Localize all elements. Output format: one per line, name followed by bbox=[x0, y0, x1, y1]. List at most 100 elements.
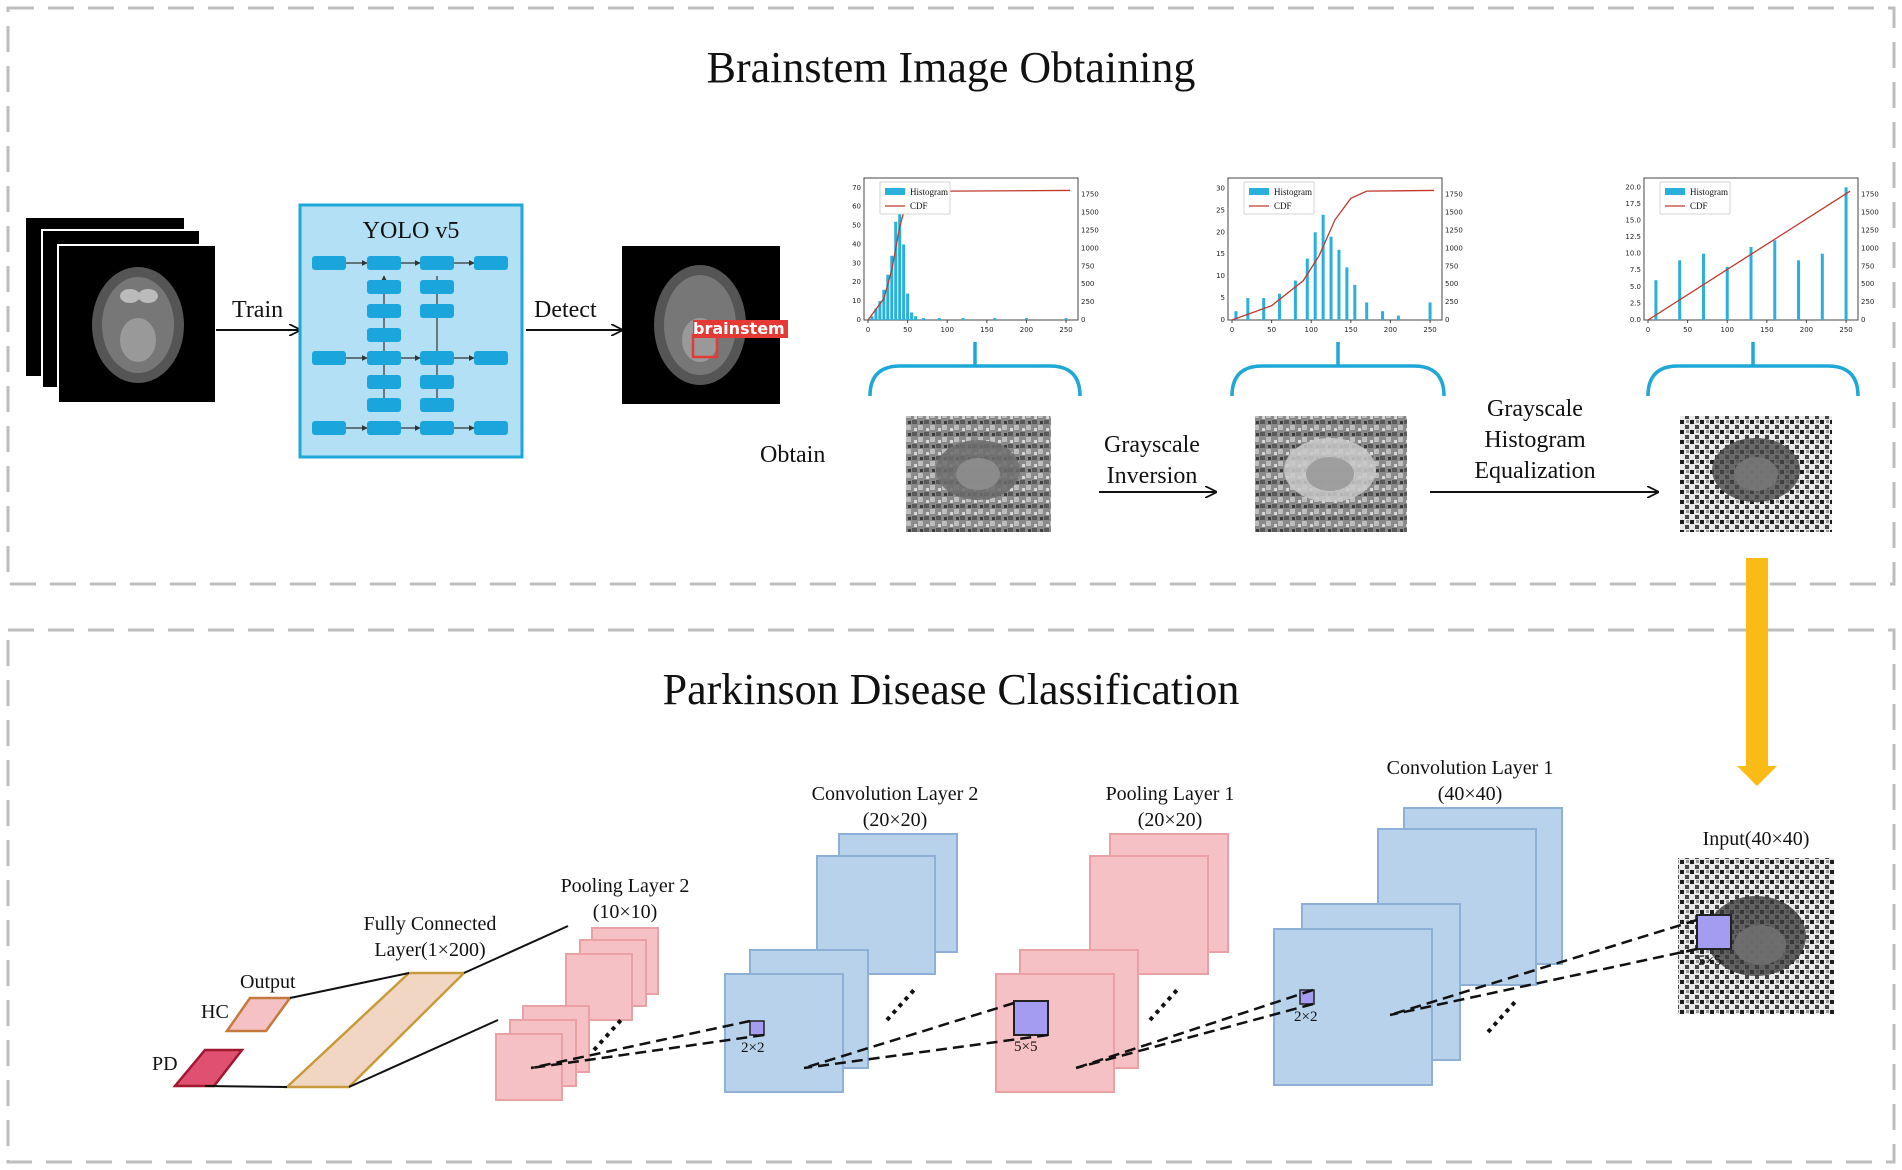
y-left-tick-label: 5 bbox=[1221, 294, 1225, 302]
input-kernel bbox=[1696, 914, 1732, 950]
legend-swatch-histogram bbox=[1665, 188, 1685, 195]
y-right-tick-label: 0 bbox=[1861, 316, 1865, 324]
y-right-tick-label: 1000 bbox=[1081, 244, 1099, 252]
x-tick-label: 200 bbox=[1020, 326, 1033, 334]
y-right-tick-label: 0 bbox=[1081, 316, 1085, 324]
histogram-bar bbox=[874, 308, 878, 320]
y-left-tick-label: 60 bbox=[852, 203, 861, 211]
legend-label-cdf: CDF bbox=[910, 201, 928, 211]
histogram-bar bbox=[878, 301, 882, 320]
histogram-bar bbox=[1749, 247, 1753, 320]
histogram-bar bbox=[906, 293, 910, 320]
histogram-bar bbox=[1844, 187, 1848, 320]
y-left-tick-label: 17.5 bbox=[1625, 200, 1641, 208]
conv-layer-2 bbox=[724, 833, 958, 1093]
pool1-label: Pooling Layer 1(20×20) bbox=[1105, 783, 1235, 831]
y-left-tick-label: 20 bbox=[1216, 228, 1225, 236]
histogram-bar bbox=[1654, 280, 1658, 320]
brainstem-crop-original bbox=[906, 416, 1051, 532]
histogram-bar bbox=[1234, 311, 1238, 320]
x-tick-label: 200 bbox=[1384, 326, 1397, 334]
histogram-bar bbox=[1345, 267, 1349, 320]
x-tick-label: 250 bbox=[1839, 326, 1852, 334]
histogram-bar bbox=[1428, 302, 1432, 320]
histogram-bar bbox=[886, 274, 890, 320]
y-left-tick-label: 10 bbox=[852, 297, 861, 305]
x-tick-label: 100 bbox=[941, 326, 954, 334]
histogram-bar bbox=[914, 316, 918, 320]
y-right-tick-label: 1250 bbox=[1081, 227, 1099, 235]
y-right-tick-label: 1750 bbox=[1081, 191, 1099, 199]
y-right-tick-label: 750 bbox=[1081, 262, 1094, 270]
fc-connectors bbox=[204, 925, 569, 1088]
histogram-bar bbox=[890, 255, 894, 320]
y-right-tick-label: 250 bbox=[1081, 298, 1094, 306]
panel-obtaining-frame bbox=[6, 6, 1896, 586]
input-label: Input(40×40) bbox=[1702, 828, 1810, 850]
histogram-bar bbox=[894, 221, 898, 320]
detection-tag: brainstem bbox=[693, 319, 785, 338]
y-right-tick-label: 1500 bbox=[1081, 209, 1099, 217]
yolo-nodes bbox=[312, 256, 508, 435]
brace-1 bbox=[868, 342, 1082, 397]
brace-3 bbox=[1646, 342, 1860, 397]
histogram-bar bbox=[1365, 302, 1369, 320]
histogram-bar bbox=[898, 206, 902, 320]
detected-mri bbox=[622, 246, 788, 404]
y-left-tick-label: 0 bbox=[857, 316, 861, 324]
x-tick-label: 150 bbox=[1760, 326, 1773, 334]
x-tick-label: 150 bbox=[980, 326, 993, 334]
brainstem-crop-inverted bbox=[1255, 416, 1407, 532]
conv2-kernel bbox=[749, 1020, 765, 1036]
pool1-kernel bbox=[1013, 1000, 1049, 1036]
y-left-tick-label: 12.5 bbox=[1625, 233, 1641, 241]
y-left-tick-label: 2.5 bbox=[1630, 299, 1641, 307]
y-right-tick-label: 500 bbox=[1445, 280, 1458, 288]
histogram-bar bbox=[1329, 236, 1333, 320]
panel-classification-frame bbox=[6, 628, 1896, 1164]
input-image bbox=[1678, 858, 1834, 1014]
histogram-bar bbox=[910, 312, 914, 320]
panel-title-obtaining: Brainstem Image Obtaining bbox=[706, 43, 1196, 92]
conv-layer-1 bbox=[1273, 807, 1563, 1086]
yolo-title: YOLO v5 bbox=[362, 218, 460, 244]
pool1-kernel-label: 5×5 bbox=[1014, 1039, 1038, 1055]
histogram-bar bbox=[1353, 284, 1357, 320]
yolo-box bbox=[298, 203, 524, 459]
x-tick-label: 150 bbox=[1344, 326, 1357, 334]
histogram-bar bbox=[1024, 318, 1028, 320]
output-pd-node bbox=[172, 1048, 245, 1088]
y-left-tick-label: 15.0 bbox=[1625, 216, 1641, 224]
class-pd-label: PD bbox=[152, 1053, 178, 1075]
histogram-bar bbox=[1725, 266, 1729, 320]
x-tick-label: 0 bbox=[1230, 326, 1234, 334]
detect-label: Detect bbox=[534, 297, 597, 323]
y-left-tick-label: 30 bbox=[1216, 184, 1225, 192]
y-left-tick-label: 0.0 bbox=[1630, 316, 1641, 324]
input-kernel-label: 5×5 bbox=[1698, 953, 1722, 969]
x-tick-label: 50 bbox=[903, 326, 912, 334]
histogram-bar bbox=[870, 316, 874, 320]
y-left-tick-label: 25 bbox=[1216, 206, 1225, 214]
legend-swatch-histogram bbox=[885, 188, 905, 195]
legend-box bbox=[1243, 181, 1315, 215]
histogram-bar bbox=[1305, 258, 1309, 320]
y-left-tick-label: 20 bbox=[852, 278, 861, 286]
brainstem-crop-equalized bbox=[1680, 416, 1832, 532]
x-tick-label: 50 bbox=[1683, 326, 1692, 334]
y-right-tick-label: 1000 bbox=[1861, 244, 1879, 252]
y-left-tick-label: 5.0 bbox=[1630, 283, 1641, 291]
histogram-bar bbox=[937, 318, 941, 320]
legend-box bbox=[1659, 181, 1731, 215]
obtain-label: Obtain bbox=[760, 442, 826, 468]
x-tick-label: 200 bbox=[1800, 326, 1813, 334]
y-left-tick-label: 20.0 bbox=[1625, 183, 1641, 191]
legend-label-histogram: Histogram bbox=[910, 187, 948, 197]
y-left-tick-label: 50 bbox=[852, 222, 861, 230]
detection-tag-bg bbox=[693, 320, 788, 338]
output-label: Output bbox=[240, 971, 296, 993]
